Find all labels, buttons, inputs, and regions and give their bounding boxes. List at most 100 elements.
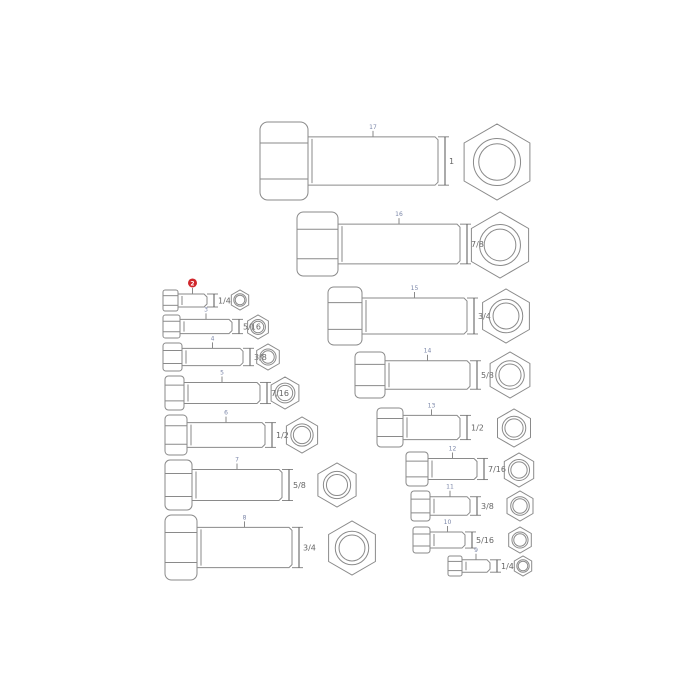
nut-inner-ring <box>517 560 529 572</box>
nut-inner-ring <box>513 533 527 547</box>
size-label: 1/4 <box>501 562 514 571</box>
bolt-shank <box>182 347 244 367</box>
nut-hex <box>482 288 530 344</box>
item-number: 13 <box>428 402 436 409</box>
size-label: 3/4 <box>478 312 491 321</box>
nut-outer-ring <box>472 137 522 187</box>
bolt-shank <box>197 526 293 569</box>
nut-inner-ring <box>292 425 312 445</box>
size-label: 5/8 <box>293 481 306 490</box>
item-number: 11 <box>446 484 454 491</box>
item-number: 2 <box>190 280 194 287</box>
nut-hex <box>247 314 269 340</box>
nut-hex <box>497 408 531 448</box>
nut-outer-ring <box>507 458 531 482</box>
size-label: 1/2 <box>471 424 484 433</box>
bolt-shank <box>403 414 461 441</box>
nut-outer-ring <box>233 293 247 307</box>
nut-inner-ring <box>276 384 294 402</box>
nut-hex <box>508 526 532 554</box>
nut-hex <box>328 520 376 576</box>
bolt-shank <box>362 297 468 335</box>
nut-hex <box>285 416 319 454</box>
nut-inner-ring <box>492 302 520 330</box>
nut-outer-ring <box>334 530 370 566</box>
bolt-shank <box>430 531 466 549</box>
nut-outer-ring <box>501 415 527 441</box>
bolt-item-17: 1 17 <box>259 121 531 201</box>
nut-hex <box>270 376 300 410</box>
bolt-head <box>405 451 429 487</box>
nut-outer-ring <box>488 298 524 334</box>
item-number: 16 <box>395 211 403 218</box>
item-number: 17 <box>369 124 377 131</box>
item-number: 6 <box>224 410 228 417</box>
size-label: 5/8 <box>481 371 494 380</box>
nut-inner-ring <box>510 461 528 479</box>
size-label: 7/8 <box>471 240 484 249</box>
nut-inner-ring <box>325 473 349 497</box>
nut-hex <box>317 462 357 508</box>
nut-inner-ring <box>504 418 524 438</box>
item-number: 3 <box>204 306 208 313</box>
bolt-head <box>376 407 404 448</box>
nut-inner-ring <box>512 498 528 514</box>
bolt-item-15: 3/415 <box>327 285 530 346</box>
bolt-item-7: 5/87 <box>164 457 357 511</box>
nut-hex <box>256 343 280 371</box>
bolt-shank <box>385 360 471 390</box>
bolt-head <box>412 526 431 554</box>
bolt-shank <box>428 457 478 481</box>
nut-hex <box>506 490 534 522</box>
nut-outer-ring <box>479 224 521 266</box>
bolt-item-14: 5/814 <box>354 348 531 399</box>
bolt-shank <box>180 318 233 335</box>
size-label: 5/16 <box>476 536 494 545</box>
bolt-shank <box>430 496 471 516</box>
size-label: 3/8 <box>481 502 494 511</box>
bolt-head <box>162 314 181 339</box>
nut-outer-ring <box>495 360 525 390</box>
bolt-shank <box>308 136 439 186</box>
nut-inner-ring <box>234 294 246 306</box>
item-number: 9 <box>474 547 478 554</box>
nut-inner-ring <box>498 363 522 387</box>
size-label: 1/2 <box>276 431 289 440</box>
bolt-shank <box>338 223 461 265</box>
nut-hex <box>513 555 533 577</box>
bolt-head <box>162 342 183 372</box>
nut-outer-ring <box>250 319 266 335</box>
nut-outer-ring <box>516 559 530 573</box>
bolt-head <box>164 514 198 581</box>
nut-outer-ring <box>290 423 314 447</box>
bolt-head <box>296 211 339 277</box>
bolt-item-16: 7/8 16 <box>296 211 530 279</box>
bolt-shank <box>187 422 266 448</box>
nut-outer-ring <box>274 382 296 404</box>
bolt-head <box>410 490 431 522</box>
bolt-item-9: 1/4 9 <box>447 547 533 577</box>
bolt-item-8: 3/48 <box>164 514 376 581</box>
bolt-item-11: 3/8 11 <box>410 484 534 522</box>
bolt-item-5: 7/165 <box>164 369 300 411</box>
nut-inner-ring <box>483 228 517 262</box>
nut-outer-ring <box>322 470 352 500</box>
nut-outer-ring <box>511 531 529 549</box>
size-label: 1 <box>449 157 454 166</box>
nut-hex <box>470 211 530 279</box>
nut-inner-ring <box>338 534 366 562</box>
size-label: 7/16 <box>271 389 289 398</box>
nut-inner-ring <box>478 143 516 181</box>
nut-hex <box>503 452 535 488</box>
bolt-head <box>164 414 188 456</box>
bolt-shank <box>184 381 261 405</box>
bolt-item-2: 1/42 <box>162 278 250 312</box>
item-number: 12 <box>449 445 457 452</box>
bolt-head <box>164 375 185 411</box>
bolt-head <box>164 459 193 511</box>
nut-outer-ring <box>510 496 530 516</box>
